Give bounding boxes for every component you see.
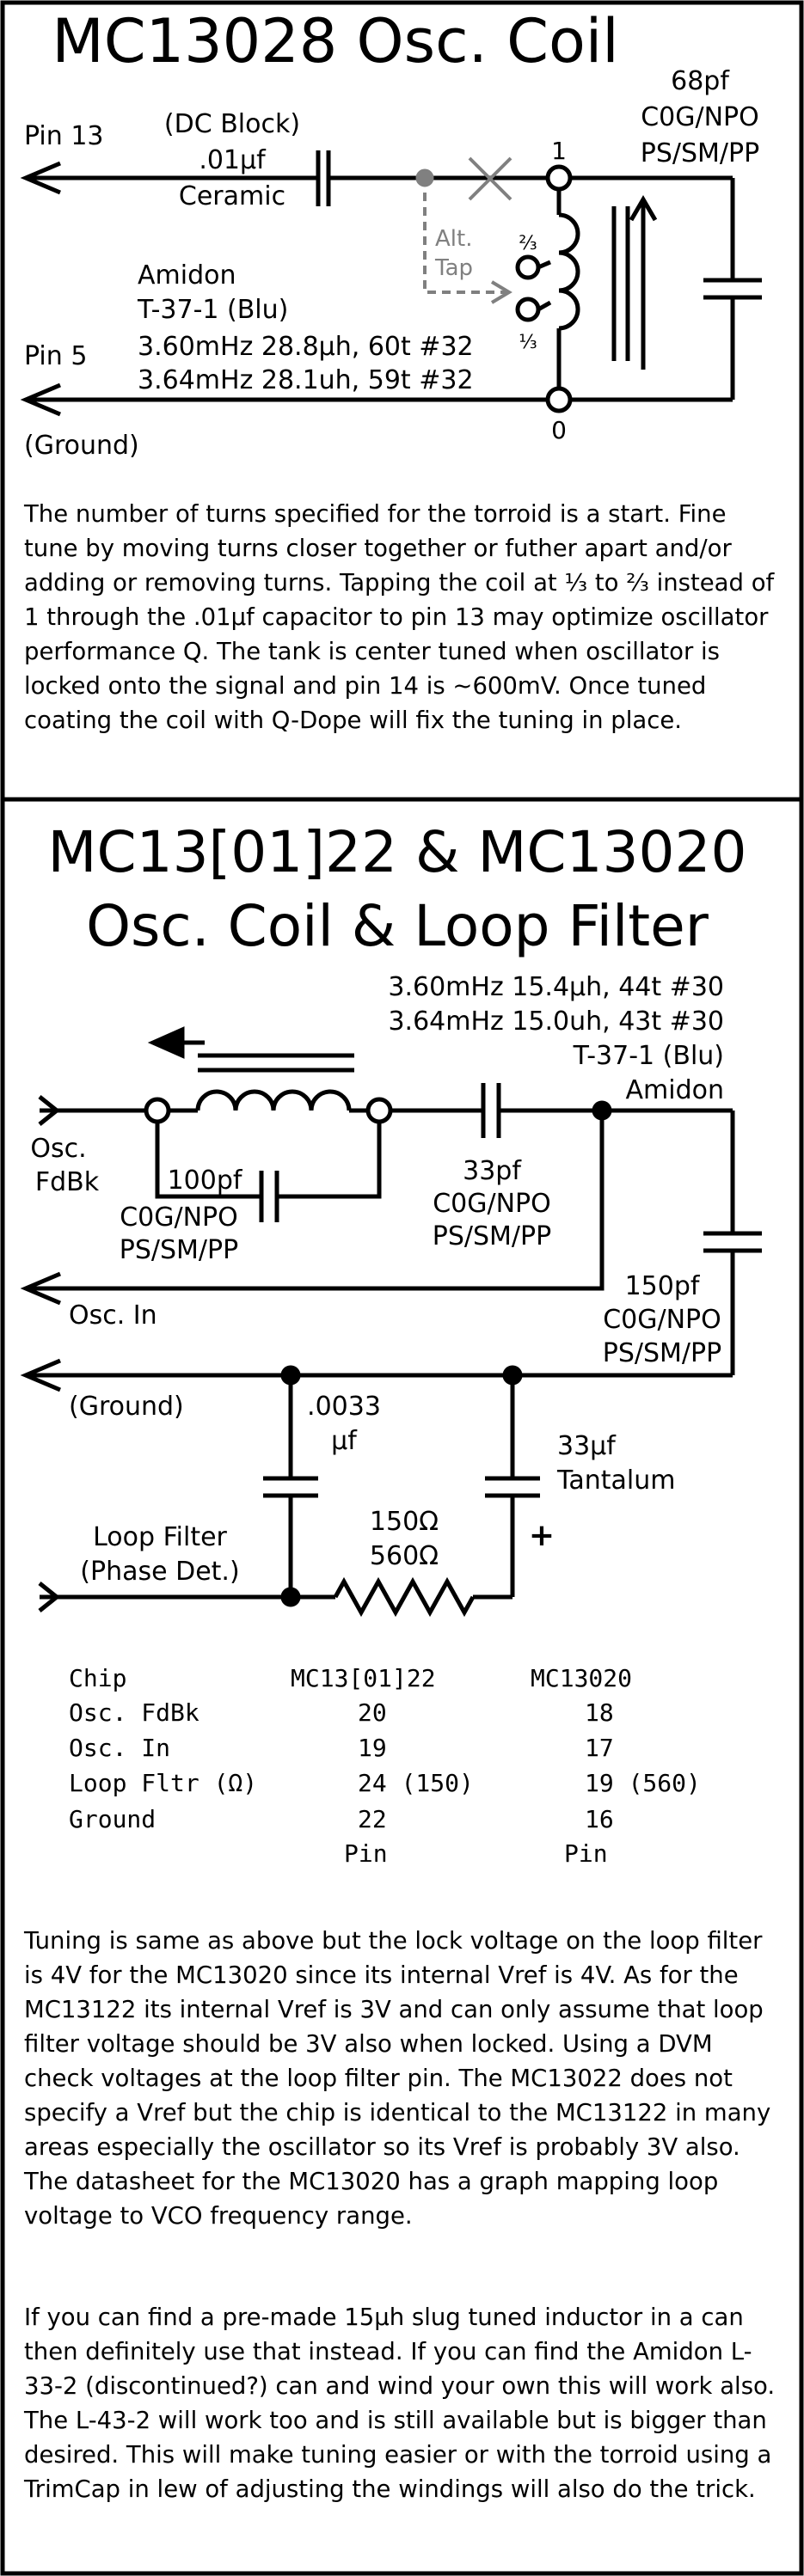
coil2-node-right — [365, 1097, 393, 1124]
coil2-inductor — [195, 1089, 352, 1111]
wire-tap-two-thirds — [537, 260, 551, 270]
winding-spec-2a: 3.60mHz 15.4µh, 44t #30 — [388, 972, 724, 1002]
pin-table: Chip MC13[01]22 MC13020 Osc. FdBk 20 18 … — [69, 1664, 701, 1868]
osc-in-label: Osc. In — [69, 1300, 157, 1331]
pin-table-cell: 20 — [358, 1698, 387, 1727]
node-1 — [545, 164, 573, 192]
tap-two-thirds — [515, 254, 541, 280]
winding-spec-2b: 3.64mHz 15.0uh, 43t #30 — [388, 1007, 724, 1037]
cap-33-type: C0G/NPO — [433, 1189, 551, 1219]
cap-68-package: PS/SM/PP — [641, 138, 759, 168]
pin-table-header-chip: Chip — [69, 1664, 126, 1692]
core-maker-2: Amidon — [626, 1075, 725, 1105]
pin-table-row-label: Osc. In — [69, 1734, 170, 1762]
pin-table-row-label: Ground — [69, 1805, 156, 1833]
tantalum-type: Tantalum — [556, 1465, 675, 1496]
resistor-150-560 — [333, 1576, 476, 1618]
loop-filter-label-1: Loop Filter — [93, 1522, 227, 1552]
coil2-adjust-arrowhead — [147, 1026, 185, 1059]
section2-description-1: Tuning is same as above but the lock vol… — [24, 1927, 771, 2230]
core-adjust-arrowhead — [629, 195, 658, 222]
resistor-value-2: 560Ω — [370, 1541, 439, 1571]
junction-loop-filter — [280, 1587, 301, 1607]
wire-100pf-left — [155, 1122, 261, 1199]
pin-table-row-label: Loop Fltr (Ω) — [69, 1769, 257, 1797]
cap-150-type: C0G/NPO — [603, 1305, 721, 1335]
pin5-label: Pin 5 — [24, 341, 87, 371]
osc-fdbk-label-2: FdBk — [35, 1167, 100, 1197]
pin-table-cell: 19 (560) — [585, 1769, 701, 1797]
ground-label-1: (Ground) — [24, 431, 139, 461]
cap-150-value: 150pf — [625, 1271, 701, 1301]
section1-description: The number of turns specified for the to… — [24, 500, 775, 734]
alt-tap-cross-b — [468, 156, 512, 201]
winding-spec-1b: 3.64mHz 28.1uh, 59t #32 — [138, 365, 474, 395]
alt-tap-arrowhead — [490, 280, 512, 304]
pin-table-footer: Pin — [344, 1839, 388, 1868]
section2-title-line2: Osc. Coil & Loop Filter — [86, 893, 709, 959]
cap-68-type: C0G/NPO — [641, 102, 759, 132]
coil2-node-left — [144, 1097, 171, 1124]
pin-table-header-mc13x22: MC13[01]22 — [291, 1664, 436, 1692]
pin-table-cell: 24 (150) — [358, 1769, 474, 1797]
pin13-label: Pin 13 — [24, 121, 104, 151]
pin-table-cell: 19 — [358, 1734, 387, 1762]
coil1-inductor — [558, 212, 580, 331]
core-type-1: T-37-1 (Blu) — [137, 295, 288, 325]
pin-table-footer: Pin — [564, 1839, 608, 1868]
alt-tap-path — [415, 156, 512, 304]
core-type-2: T-37-1 (Blu) — [573, 1041, 724, 1071]
section2-description-2: If you can find a pre-made 15µh slug tun… — [24, 2304, 776, 2503]
cap-68-value: 68pf — [671, 66, 730, 96]
cap-01-value: .01µf — [199, 145, 267, 175]
section1-title: MC13028 Osc. Coil — [52, 6, 618, 76]
ground-label-2: (Ground) — [69, 1392, 184, 1422]
cap-01-type: Ceramic — [179, 181, 285, 211]
pin-table-cell: 18 — [585, 1698, 614, 1727]
wire-100pf-right — [277, 1122, 382, 1199]
tantalum-polarity: + — [529, 1518, 555, 1553]
tap-one-third-label: ⅓ — [519, 332, 537, 353]
tantalum-value: 33µf — [557, 1431, 617, 1461]
wire-tap-one-third — [537, 300, 552, 312]
pin-table-cell: 16 — [585, 1805, 614, 1833]
cap-0033-value: .0033 — [307, 1392, 381, 1422]
winding-spec-1a: 3.60mHz 28.8µh, 60t #32 — [138, 332, 474, 362]
cap-0033-unit: µf — [331, 1426, 358, 1456]
cap-33-value: 33pf — [463, 1156, 522, 1186]
pin-table-cell: 22 — [358, 1805, 387, 1833]
alt-label: Alt. — [435, 226, 472, 252]
pin-table-cell: 17 — [585, 1734, 614, 1762]
cap-100-type: C0G/NPO — [120, 1202, 238, 1233]
node-0 — [545, 386, 573, 413]
cap-33-package: PS/SM/PP — [433, 1221, 551, 1251]
osc-fdbk-label-1: Osc. — [30, 1134, 86, 1164]
pin-table-header-mc13020: MC13020 — [531, 1664, 632, 1692]
pin-table-row-label: Osc. FdBk — [69, 1698, 199, 1727]
wire-osc-in — [26, 1111, 605, 1291]
cap-100-value: 100pf — [168, 1166, 243, 1196]
tap-label: Tap — [434, 255, 473, 281]
loop-filter-label-2: (Phase Det.) — [80, 1557, 239, 1587]
tap-two-thirds-label: ⅔ — [519, 233, 537, 254]
resistor-value-1: 150Ω — [370, 1507, 439, 1537]
tap-one-third — [515, 297, 541, 322]
core-maker-1: Amidon — [138, 260, 236, 291]
node-1-label: 1 — [551, 137, 567, 165]
section2-title-line1: MC13[01]22 & MC13020 — [48, 819, 747, 885]
cap-100-package: PS/SM/PP — [120, 1235, 238, 1265]
cap-150-package: PS/SM/PP — [603, 1338, 721, 1368]
node-0-label: 0 — [551, 416, 567, 444]
dc-block-label: (DC Block) — [164, 109, 300, 139]
